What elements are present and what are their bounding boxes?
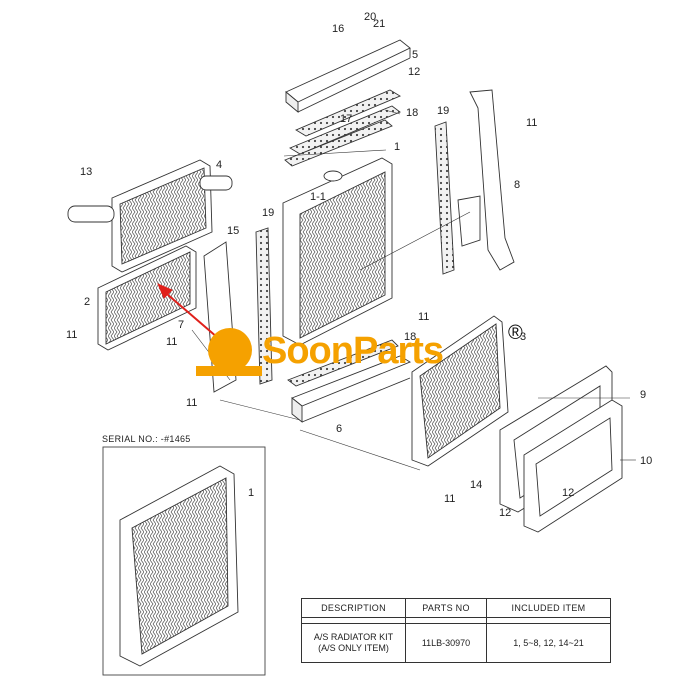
kit-table: DESCRIPTION PARTS NO INCLUDED ITEM A/S R… <box>301 598 611 663</box>
serial-inset-radiator <box>119 465 239 667</box>
callout-c11d: 11 <box>186 397 197 409</box>
intercooler-part <box>67 159 233 273</box>
callout-c10: 10 <box>640 455 652 467</box>
header-parts-no: PARTS NO <box>405 598 487 618</box>
cell-description: A/S RADIATOR KIT (A/S ONLY ITEM) <box>301 623 406 663</box>
callout-c1-1: 1-1 <box>310 191 326 203</box>
side-strip-left <box>255 227 273 385</box>
side-bracket-part <box>457 89 515 271</box>
callout-c11b: 11 <box>66 329 77 341</box>
kit-table-row: A/S RADIATOR KIT (A/S ONLY ITEM) 11LB-30… <box>301 623 611 663</box>
callout-c2: 2 <box>84 296 90 308</box>
callout-c19a: 19 <box>437 105 449 117</box>
kit-table-header: DESCRIPTION PARTS NO INCLUDED ITEM <box>301 598 611 618</box>
callout-c11a: 11 <box>526 117 537 129</box>
callout-c11c: 11 <box>166 336 177 348</box>
header-description: DESCRIPTION <box>301 598 406 618</box>
oil-cooler-part <box>97 245 197 351</box>
callout-c12c: 12 <box>562 487 574 499</box>
cell-parts-no: 11LB-30970 <box>405 623 487 663</box>
logo-gear-icon <box>196 328 262 376</box>
callout-c6: 6 <box>336 423 342 435</box>
callout-c11f: 11 <box>444 493 455 505</box>
side-strip-right <box>434 121 455 275</box>
brand-logo: SoonParts <box>262 330 444 372</box>
callout-c16: 16 <box>332 23 344 35</box>
registered-mark: ® <box>508 322 523 344</box>
callout-c3: 3 <box>520 331 526 343</box>
callout-c15: 15 <box>227 225 239 237</box>
callout-c20: 20 <box>364 11 376 23</box>
callout-c1b: 1 <box>248 487 254 499</box>
top-bracket-part <box>285 39 411 113</box>
callout-c18b: 18 <box>404 331 416 343</box>
callout-c18: 18 <box>406 107 418 119</box>
callout-c12a: 12 <box>408 66 420 78</box>
serial-inset-frame <box>102 446 266 676</box>
callout-c4: 4 <box>216 159 222 171</box>
callout-c21: 21 <box>373 18 385 30</box>
callout-c12b: 12 <box>499 507 511 519</box>
main-radiator-part <box>282 157 393 346</box>
callout-c1: 1 <box>394 141 400 153</box>
callout-c19b: 19 <box>262 207 274 219</box>
callout-c14: 14 <box>470 479 482 491</box>
serial-label: SERIAL NO.: -#1465 <box>102 434 191 444</box>
callout-c11e: 11 <box>418 311 429 323</box>
description-line1: A/S RADIATOR KIT <box>313 632 394 642</box>
callout-c9: 9 <box>640 389 646 401</box>
frame-panels <box>499 365 623 533</box>
callout-c13: 13 <box>80 166 92 178</box>
description-line2: (A/S ONLY ITEM) <box>318 643 389 653</box>
callout-c8: 8 <box>514 179 520 191</box>
callout-c7: 7 <box>178 319 184 331</box>
lower-support-part <box>287 339 412 423</box>
seal-strips <box>284 89 401 167</box>
condenser-part <box>411 315 509 467</box>
callout-c17: 17 <box>340 113 352 125</box>
cell-included: 1, 5~8, 12, 14~21 <box>486 623 611 663</box>
callout-c5: 5 <box>412 49 418 61</box>
header-included: INCLUDED ITEM <box>486 598 611 618</box>
